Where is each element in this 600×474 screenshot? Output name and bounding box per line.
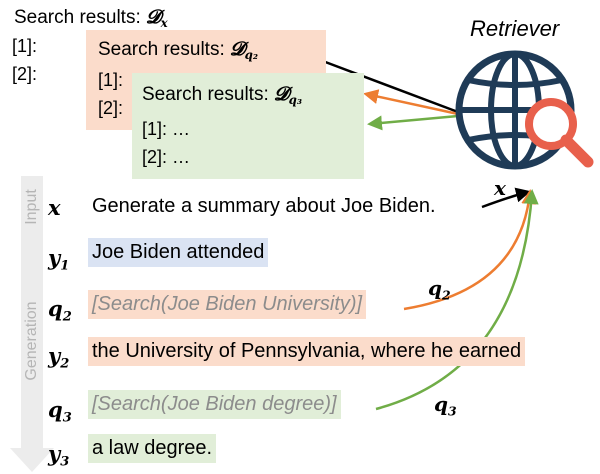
output-y2: the University of Pennsylvania, where he… [88, 337, 526, 366]
results-title-x: Search results: 𝓓x [14, 6, 168, 30]
result-item-q2-1: [1]: [98, 70, 124, 90]
generation-label: Generation [23, 301, 40, 381]
globe-search-icon [455, 50, 594, 170]
edge-label-q3: q3 [434, 392, 457, 419]
output-y3: a law degree. [88, 434, 217, 463]
result-item-q2-2: [2]: [98, 98, 124, 118]
var-q3: q3 [48, 397, 72, 426]
progress-arrow [10, 176, 54, 472]
results-symbol: 𝓓x [146, 6, 168, 31]
query-arrow-q2 [403, 189, 537, 311]
input-label: Input [23, 189, 40, 225]
edge-label-q2: q2 [428, 276, 451, 303]
retrieve-line-x [319, 58, 459, 114]
retriever-label: Retriever [470, 16, 560, 41]
result-item-q3-2: [2]: … [142, 147, 191, 167]
result-item-q3-1: [1]: … [142, 119, 191, 139]
results-title-q2: Search results: 𝓓q₂ [98, 38, 258, 63]
results-title-q3: Search results: 𝓓q₃ [142, 83, 302, 108]
retrieve-line-q2 [363, 89, 459, 116]
query-q2: [Search(Joe Biden University)] [88, 290, 367, 319]
var-q2: q2 [48, 296, 72, 325]
result-item-x-1: [1]: [12, 36, 38, 56]
var-x: x [48, 195, 61, 220]
query-arrow-q3 [375, 189, 539, 411]
results-panel-q3: Search results: 𝓓q₃ [1]: … [2]: … [132, 73, 364, 179]
edge-label-x: x [494, 176, 506, 200]
query-q3: [Search(Joe Biden degree)] [88, 390, 341, 419]
result-item-x-2: [2]: [12, 64, 38, 84]
var-y2: y2 [48, 343, 70, 372]
output-y1: Joe Biden attended [88, 238, 269, 267]
results-label: Search results: [14, 7, 141, 28]
var-y1: y1 [48, 245, 70, 274]
retrieve-line-q3 [367, 114, 459, 131]
input-text: Generate a summary about Joe Biden. [92, 195, 436, 217]
var-y3: y3 [48, 441, 70, 470]
